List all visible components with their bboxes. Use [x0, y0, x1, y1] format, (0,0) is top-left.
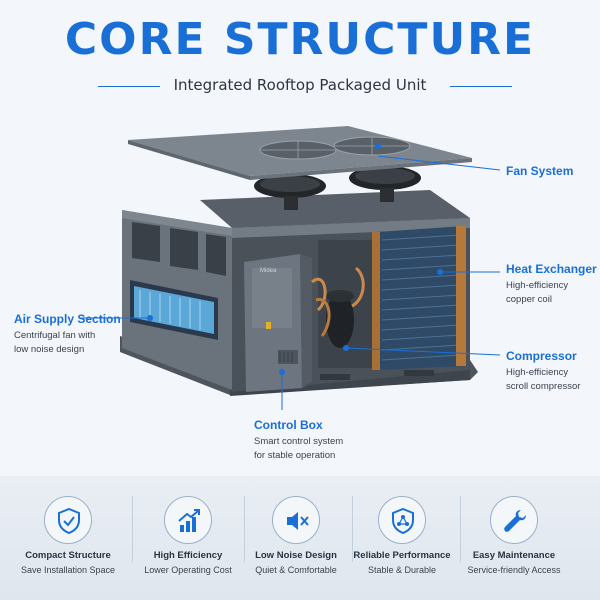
callout-desc: Centrifugal fan with low noise design: [14, 329, 121, 357]
feature-name: Easy Maintenance: [472, 550, 556, 561]
callout-title: Heat Exchanger: [506, 262, 597, 276]
feature-desc: Service-friendly Access: [467, 565, 561, 575]
speaker-mute-icon: [272, 496, 320, 544]
feature-easy-maintenance: Easy Maintenance Service-friendly Access: [462, 476, 566, 600]
shield-check-icon: [44, 496, 92, 544]
callout-title: Fan System: [506, 164, 574, 178]
feature-name: Low Noise Design: [255, 550, 337, 561]
callout-heat-exchanger: Heat Exchanger High-efficiency copper co…: [506, 262, 597, 307]
callout-desc-line: High-efficiency: [506, 367, 569, 378]
feature-name: Compact Structure: [25, 550, 111, 561]
feature-strip: Compact Structure Save Installation Spac…: [0, 476, 600, 600]
callout-desc: Smart control system for stable operatio…: [254, 435, 343, 463]
callout-fan-system: Fan System: [506, 164, 573, 178]
callout-desc-line: Centrifugal fan with: [14, 330, 96, 341]
feature-reliable-performance: Reliable Performance Stable & Durable: [350, 476, 454, 600]
control-box-marker: [279, 369, 285, 375]
feature-divider: [132, 496, 133, 562]
brand-logo: Midea: [260, 268, 277, 274]
callout-desc-line: scroll compressor: [506, 381, 581, 392]
callout-desc: High-efficiency scroll compressor: [506, 366, 580, 394]
callout-desc: High-efficiency copper coil: [506, 279, 597, 307]
callout-desc-line: High-efficiency: [506, 280, 569, 291]
callout-title: Control Box: [254, 418, 323, 432]
air-supply-marker: [147, 315, 153, 321]
feature-name: Reliable Performance: [353, 550, 451, 561]
feature-desc: Stable & Durable: [367, 565, 437, 575]
feature-name: High Efficiency: [153, 550, 223, 561]
feature-divider: [244, 496, 245, 562]
subtitle-row: Integrated Rooftop Packaged Unit: [0, 76, 600, 96]
exchanger-marker: [437, 269, 443, 275]
feature-low-noise: Low Noise Design Quiet & Comfortable: [244, 476, 348, 600]
feature-divider: [352, 496, 353, 562]
feature-compact-structure: Compact Structure Save Installation Spac…: [16, 476, 120, 600]
fan-marker: [375, 143, 381, 149]
feature-high-efficiency: High Efficiency Lower Operating Cost: [136, 476, 240, 600]
callout-desc-line: Smart control system: [254, 436, 344, 447]
callout-desc-line: low noise design: [14, 344, 85, 355]
callout-air-supply: Air Supply Section Centrifugal fan with …: [14, 312, 121, 357]
subtitle-rule-left: [98, 86, 160, 87]
page-subtitle: Integrated Rooftop Packaged Unit: [173, 76, 427, 94]
feature-desc: Quiet & Comfortable: [255, 565, 337, 575]
bar-chart-arrow-icon: [164, 496, 212, 544]
feature-divider: [460, 496, 461, 562]
page-title: CORE STRUCTURE: [64, 14, 536, 65]
compressor-marker: [343, 345, 349, 351]
shield-network-icon: [378, 496, 426, 544]
callout-title: Air Supply Section: [14, 312, 121, 326]
feature-desc: Save Installation Space: [20, 565, 116, 575]
callout-desc-line: copper coil: [506, 294, 552, 305]
callout-desc-line: for stable operation: [254, 450, 336, 461]
callout-control-box: Control Box Smart control system for sta…: [254, 418, 343, 463]
callout-title: Compressor: [506, 349, 577, 363]
callout-compressor: Compressor High-efficiency scroll compre…: [506, 349, 580, 394]
feature-desc: Lower Operating Cost: [144, 565, 232, 575]
wrench-icon: [490, 496, 538, 544]
subtitle-rule-right: [450, 86, 512, 87]
